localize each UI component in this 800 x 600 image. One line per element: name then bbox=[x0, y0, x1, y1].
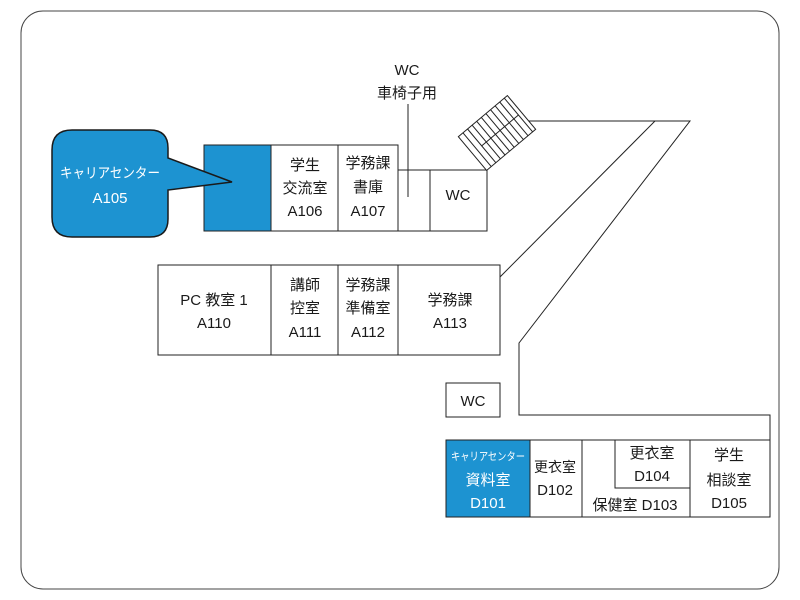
stair-direction-line bbox=[481, 114, 519, 147]
room-d104 bbox=[614, 439, 691, 489]
room-d101-line2: 資料室 bbox=[465, 472, 510, 489]
room-a106-line2: 交流室 bbox=[282, 179, 327, 197]
room-d101-line1: キャリアセンター bbox=[451, 450, 525, 463]
room-d101 bbox=[445, 439, 531, 518]
room-d104-code: D104 bbox=[634, 468, 670, 485]
stair-step-line bbox=[462, 132, 492, 167]
room-a111-line1: 講師 bbox=[290, 277, 320, 294]
room-a110-code: A110 bbox=[197, 315, 231, 332]
room-a107 bbox=[337, 144, 399, 232]
room-a110-line1: PC 教室 1 bbox=[180, 292, 248, 309]
room-wc-lower-label: WC bbox=[461, 393, 486, 410]
room-a107-code: A107 bbox=[350, 203, 385, 220]
room-d102-line1: 更衣室 bbox=[534, 459, 576, 475]
room-a113 bbox=[397, 264, 501, 356]
room-a113-code: A113 bbox=[433, 315, 467, 332]
room-a110 bbox=[157, 264, 272, 356]
room-a113-line1: 学務課 bbox=[427, 292, 472, 309]
staircase bbox=[457, 94, 537, 172]
room-a111-code: A111 bbox=[289, 324, 322, 341]
callout-line2: A105 bbox=[92, 190, 127, 207]
room-a106-code: A106 bbox=[287, 203, 322, 220]
wheelchair-wc-label-line2: 車椅子用 bbox=[377, 85, 437, 102]
room-d103-label: 保健室 D103 bbox=[592, 497, 677, 514]
corridor-outer-wall bbox=[518, 120, 771, 517]
room-wheelchair-wc bbox=[397, 169, 431, 232]
room-a112-line2: 準備室 bbox=[345, 300, 390, 317]
room-d102 bbox=[529, 439, 583, 518]
corridor-inner-wall bbox=[499, 120, 656, 278]
room-a106-line1: 学生 bbox=[290, 157, 320, 174]
room-d105 bbox=[689, 439, 771, 518]
room-a112 bbox=[337, 264, 399, 356]
room-d102-code: D102 bbox=[537, 482, 573, 499]
room-wc-upper-label: WC bbox=[446, 187, 471, 204]
room-d101-code: D101 bbox=[470, 495, 506, 512]
callout-line1: キャリアセンター bbox=[60, 165, 160, 181]
room-a111 bbox=[270, 264, 339, 356]
career-center-callout bbox=[51, 129, 233, 238]
room-a106 bbox=[270, 144, 339, 232]
room-d105-line2: 相談室 bbox=[706, 472, 751, 489]
stair-step-line bbox=[467, 128, 497, 164]
wheelchair-wc-label-line1: WC bbox=[395, 62, 420, 79]
room-d105-line1: 学生 bbox=[714, 447, 744, 464]
room-a112-code: A112 bbox=[351, 324, 385, 341]
room-a107-line2: 書庫 bbox=[353, 179, 383, 196]
room-d105-code: D105 bbox=[711, 495, 747, 512]
room-a112-line1: 学務課 bbox=[345, 277, 390, 294]
room-a111-line2: 控室 bbox=[290, 300, 320, 317]
room-d104-line1: 更衣室 bbox=[629, 445, 674, 462]
room-a105 bbox=[203, 144, 272, 232]
room-wc-lower bbox=[445, 382, 501, 418]
room-wc-upper bbox=[429, 169, 488, 232]
room-a107-line1: 学務課 bbox=[345, 155, 390, 172]
